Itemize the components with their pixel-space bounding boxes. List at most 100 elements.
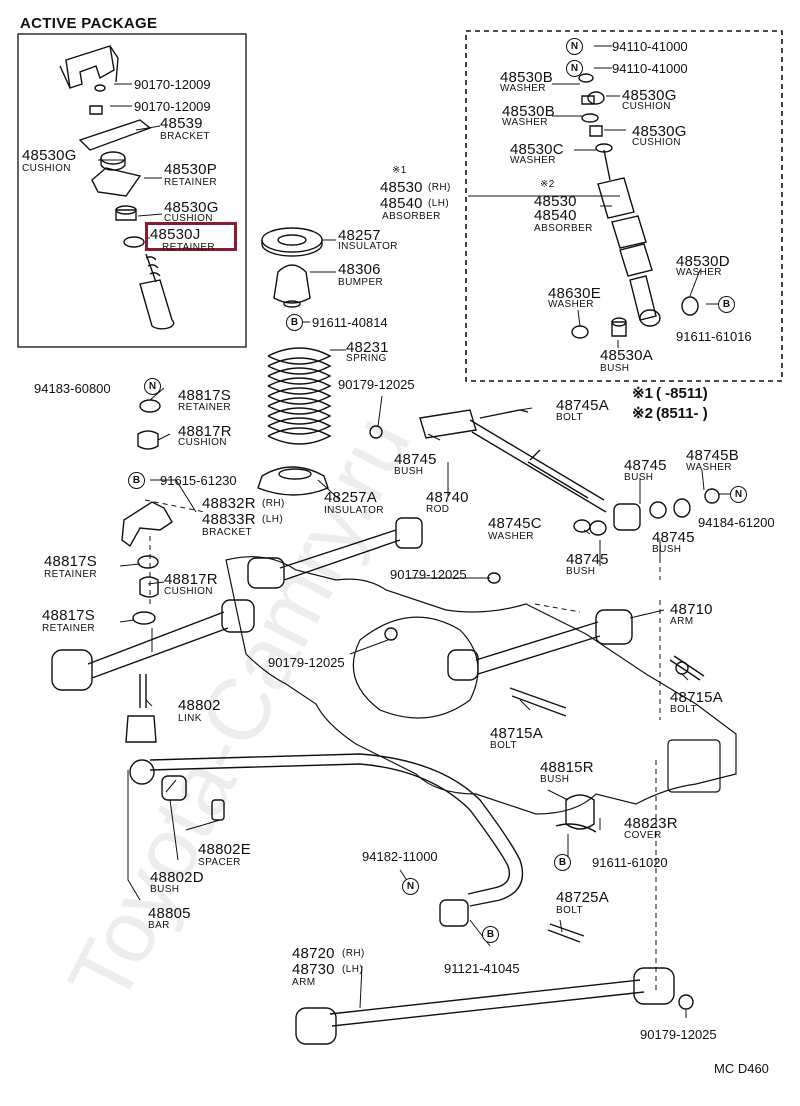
part-number: 48530B <box>502 103 555 120</box>
part-number: 48710 <box>670 601 713 618</box>
part-number: 48530P <box>164 161 217 178</box>
part-name: BUSH <box>566 566 596 577</box>
part-number: 48832R <box>202 495 256 512</box>
part-number: 90179-12025 <box>640 1027 717 1042</box>
part-number: 48730 <box>292 961 335 978</box>
part-number: 48530G <box>164 199 219 216</box>
part-number: 48257 <box>338 227 381 244</box>
shock-absorber-parts <box>571 73 699 339</box>
part-name: ABSORBER <box>534 223 593 234</box>
left-mount-parts <box>121 399 501 641</box>
part-name: ABSORBER <box>382 211 441 222</box>
part-number: 48530G <box>632 123 687 140</box>
n-mark-icon: N <box>566 38 583 55</box>
part-number: 48745 <box>394 451 437 468</box>
active-package-title: ACTIVE PACKAGE <box>20 15 158 32</box>
part-name: CUSHION <box>164 213 213 224</box>
part-number: 48539 <box>160 115 203 132</box>
part-number: 90179-12025 <box>390 567 467 582</box>
part-number: 48715A <box>490 725 543 742</box>
part-number: 48306 <box>338 261 381 278</box>
part-name: RETAINER <box>162 242 216 253</box>
part-number: 48817R <box>178 423 232 440</box>
part-number: 48823R <box>624 815 678 832</box>
part-name: BUSH <box>394 466 424 477</box>
part-name: BUSH <box>150 884 180 895</box>
part-number: 48745 <box>566 551 609 568</box>
active-package-frame <box>17 33 247 348</box>
n-mark-icon: N <box>730 486 747 503</box>
part-name: BUSH <box>600 363 630 374</box>
part-side: (LH) <box>342 964 364 975</box>
part-number: 48530J <box>150 226 201 243</box>
part-number: 91615-61230 <box>160 473 237 488</box>
part-number: 48530 <box>380 179 423 196</box>
b-mark-icon: B <box>128 472 145 489</box>
part-name: WASHER <box>500 83 546 94</box>
part-number: 48630E <box>548 285 601 302</box>
spring-stack-parts <box>257 227 332 496</box>
part-number: 48805 <box>148 905 191 922</box>
part-name: RETAINER <box>44 569 98 580</box>
stabilizer-bar <box>125 661 689 943</box>
part-name: CUSHION <box>22 163 71 174</box>
part-side: (RH) <box>428 182 451 193</box>
part-number: 48745 <box>652 529 695 546</box>
part-number: 91121-41045 <box>444 961 520 976</box>
part-number: 48540 <box>534 207 577 224</box>
part-name: LINK <box>178 713 202 724</box>
part-name: CUSHION <box>178 437 227 448</box>
part-number: 48530G <box>622 87 677 104</box>
part-name: CUSHION <box>622 101 671 112</box>
part-name: ROD <box>426 504 450 515</box>
legend-range-1: ( -8511) <box>656 385 708 402</box>
part-number: 48530C <box>510 141 564 158</box>
part-name: BRACKET <box>202 527 253 538</box>
part-name: RETAINER <box>178 402 232 413</box>
n-mark-icon: N <box>402 878 419 895</box>
part-number: 48802 <box>178 697 221 714</box>
part-number: 48802E <box>198 841 251 858</box>
part-name: BUMPER <box>338 277 384 288</box>
part-number: 48802D <box>150 869 204 886</box>
part-number: 48715A <box>670 689 723 706</box>
part-name: WASHER <box>548 299 594 310</box>
upper-control-arms <box>51 409 720 691</box>
part-number: 94110-41000 <box>612 39 688 54</box>
part-number: 48540 <box>380 195 423 212</box>
part-name: WASHER <box>510 155 556 166</box>
part-name: WASHER <box>676 267 722 278</box>
part-number: 94184-61200 <box>698 515 775 530</box>
n-mark-icon: N <box>566 60 583 77</box>
legend-mark-1: ※1 <box>632 385 653 402</box>
part-name: INSULATOR <box>338 241 398 252</box>
lower-arms <box>295 609 705 1045</box>
part-name: RETAINER <box>42 623 96 634</box>
b-mark-icon: B <box>482 926 499 943</box>
part-number: 48530A <box>600 347 653 364</box>
part-number: 48740 <box>426 489 469 506</box>
part-number: 48257A <box>324 489 377 506</box>
shock-absorber-frame <box>465 30 783 382</box>
b-mark-icon: B <box>286 314 303 331</box>
part-side: (RH) <box>342 948 365 959</box>
part-number: 48725A <box>556 889 609 906</box>
part-name: BRACKET <box>160 131 211 142</box>
legend-mark-2: ※2 <box>632 405 653 422</box>
part-number: 94110-41000 <box>612 61 688 76</box>
part-name: WASHER <box>686 462 732 473</box>
part-name: WASHER <box>488 531 534 542</box>
part-name: BUSH <box>652 544 682 555</box>
part-number: 48817S <box>178 387 231 404</box>
n-mark-icon: N <box>144 378 161 395</box>
b-mark-icon: B <box>554 854 571 871</box>
part-number: 48530G <box>22 147 77 164</box>
model-code: MC D460 <box>714 1061 769 1076</box>
leader-lines <box>98 45 730 1018</box>
part-number: 48745B <box>686 447 739 464</box>
part-number: 48530B <box>500 69 553 86</box>
part-number: 94183-60800 <box>34 381 111 396</box>
part-name: SPACER <box>198 857 241 868</box>
part-name: BAR <box>148 920 170 931</box>
